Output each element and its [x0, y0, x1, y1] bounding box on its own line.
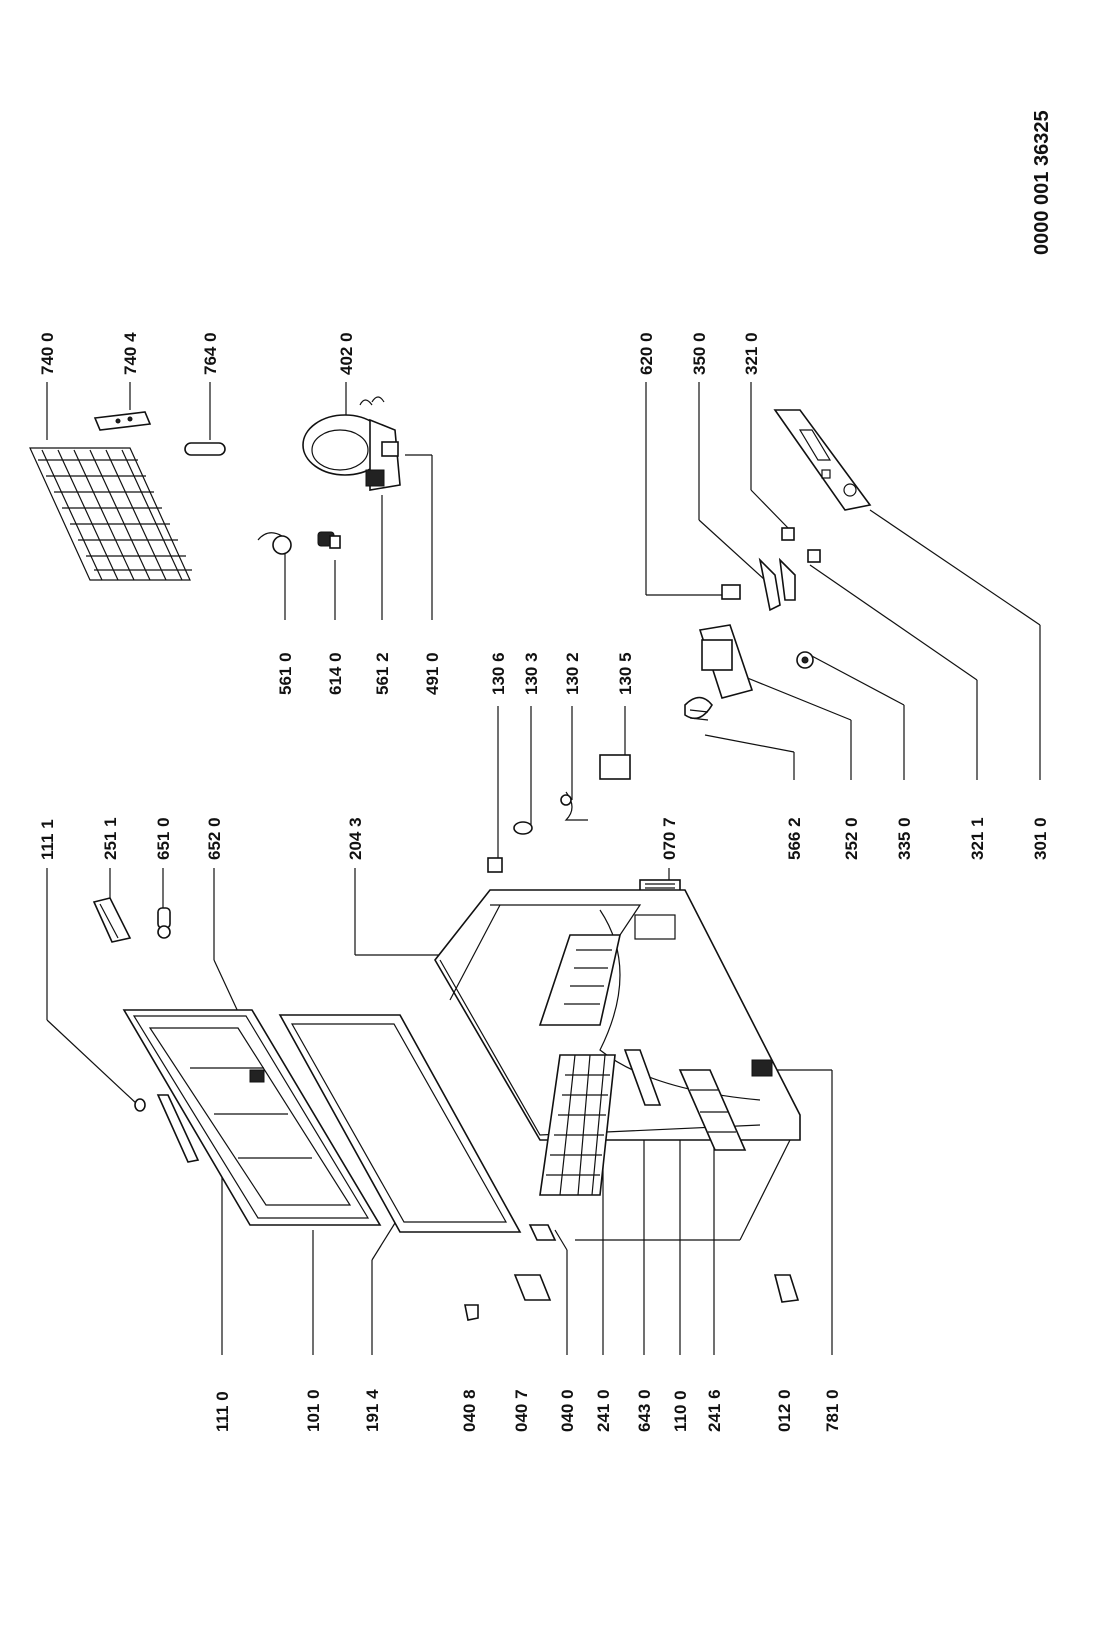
tube-part [623, 1049, 662, 1106]
label-110-0: 110 0 [671, 1390, 690, 1432]
label-040-8: 040 8 [460, 1389, 479, 1432]
hinge-part [528, 1224, 557, 1241]
small-fittings [464, 1274, 800, 1321]
filter-drier-part [184, 442, 226, 456]
label-191-4: 191 4 [363, 1389, 382, 1432]
light-cover-part [92, 897, 132, 943]
label-321-1: 321 1 [968, 817, 987, 860]
knob-part [796, 651, 814, 669]
label-130-5: 130 5 [616, 652, 635, 695]
control-panel-part [773, 409, 872, 511]
label-402-0: 402 0 [337, 332, 356, 375]
label-652-0: 652 0 [205, 817, 224, 860]
label-252-0: 252 0 [842, 817, 861, 860]
label-130-3: 130 3 [522, 652, 541, 695]
thermostat-housing-part [684, 624, 754, 721]
label-040-7: 040 7 [512, 1389, 531, 1432]
label-651-0: 651 0 [154, 817, 173, 860]
document-id: 0000 001 36325 [1031, 110, 1053, 255]
lid-part [122, 1009, 382, 1226]
label-740-0: 740 0 [38, 332, 57, 375]
label-012-0: 012 0 [775, 1389, 794, 1432]
middle-top-labels: 561 0 614 0 561 2 491 0 130 6 130 3 130 … [276, 652, 635, 695]
label-111-1: 111 1 [38, 819, 57, 860]
label-040-0: 040 0 [558, 1389, 577, 1432]
label-561-0: 561 0 [276, 652, 295, 695]
thermostat-parts [487, 754, 631, 873]
label-130-2: 130 2 [563, 652, 582, 695]
compressor-part [302, 396, 401, 491]
condenser-part [29, 447, 192, 581]
small-basket-part [678, 1069, 747, 1151]
label-491-0: 491 0 [423, 652, 442, 695]
lid-frame-part [278, 1014, 522, 1233]
label-350-0: 350 0 [690, 332, 709, 375]
label-740-4: 740 4 [121, 332, 140, 375]
label-566-2: 566 2 [785, 817, 804, 860]
wire-basket-part [539, 1054, 616, 1196]
label-620-0: 620 0 [637, 332, 656, 375]
middle-labels: 111 1 251 1 651 0 652 0 204 3 070 7 566 … [38, 817, 1050, 860]
bottom-labels: 111 0 101 0 191 4 040 8 040 7 040 0 241 … [213, 1389, 842, 1432]
label-241-0: 241 0 [594, 1389, 613, 1432]
label-781-0: 781 0 [823, 1389, 842, 1432]
label-614-0: 614 0 [326, 652, 345, 695]
divider-basket-part [538, 934, 621, 1026]
leader-lines [46, 382, 1041, 1355]
label-130-6: 130 6 [489, 652, 508, 695]
clip-part [93, 411, 152, 431]
label-335-0: 335 0 [895, 817, 914, 860]
label-241-6: 241 6 [705, 1389, 724, 1432]
label-101-0: 101 0 [304, 1389, 323, 1432]
top-labels: 740 0 740 4 764 0 402 0 620 0 350 0 321 … [38, 332, 761, 375]
label-321-0: 321 0 [742, 332, 761, 375]
label-764-0: 764 0 [201, 332, 220, 375]
switch-parts [721, 527, 821, 612]
label-070-7: 070 7 [660, 817, 679, 860]
connector-part [317, 531, 341, 549]
label-111-0: 111 0 [213, 1391, 232, 1432]
label-204-3: 204 3 [346, 817, 365, 860]
label-251-1: 251 1 [101, 817, 120, 860]
label-561-2: 561 2 [373, 652, 392, 695]
lamp-part [157, 907, 171, 939]
label-301-0: 301 0 [1031, 817, 1050, 860]
cabinet-part [434, 889, 801, 1141]
relay-part [257, 532, 292, 555]
label-643-0: 643 0 [635, 1389, 654, 1432]
